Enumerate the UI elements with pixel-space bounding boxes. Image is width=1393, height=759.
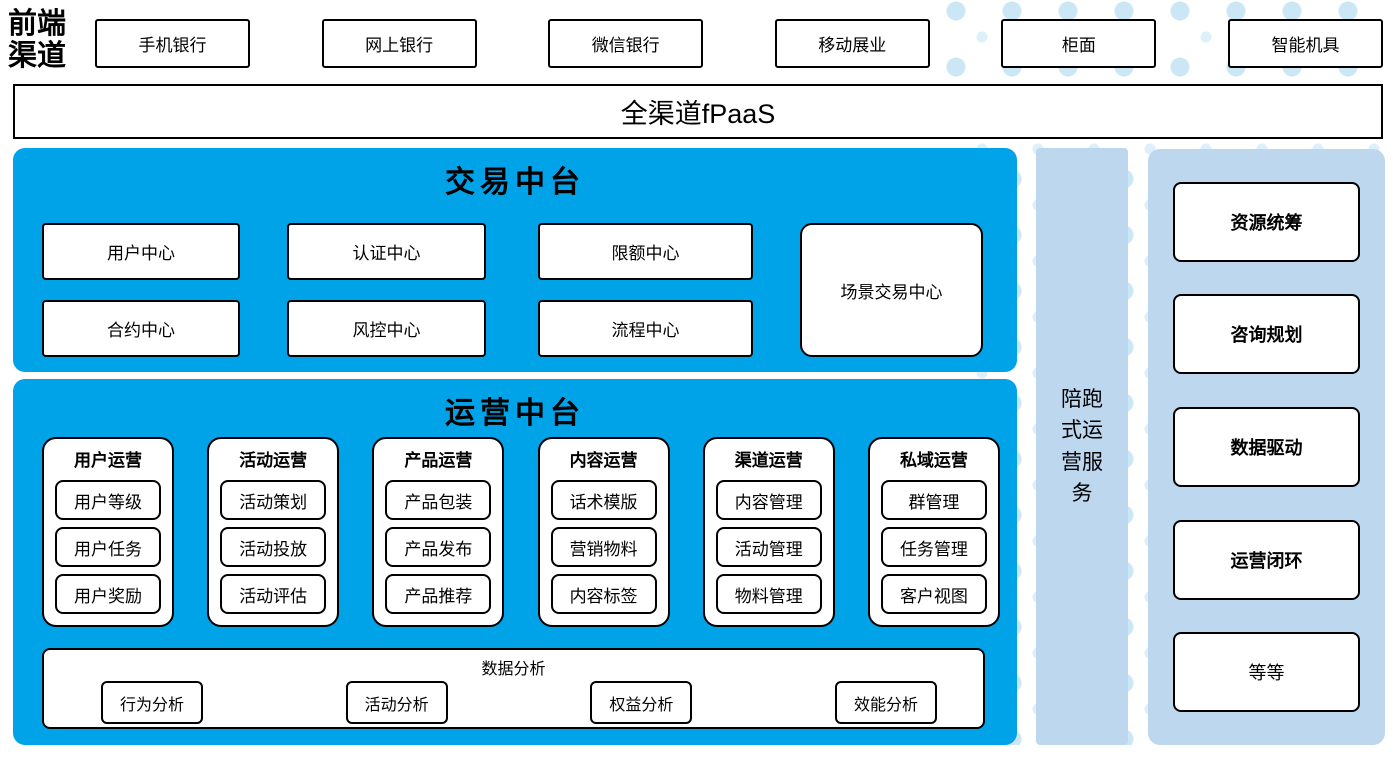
right-box-data-driven: 数据驱动 (1173, 406, 1360, 487)
data-analysis-panel: 数据分析 行为分析 活动分析 权益分析 效能分析 (42, 648, 985, 729)
ops-columns: 用户运营 用户等级 用户任务 用户奖励 活动运营 活动策划 活动投放 活动评估 … (42, 437, 1000, 627)
front-channels-row: 手机银行 网上银行 微信银行 移动展业 柜面 智能机具 (95, 19, 1383, 68)
ops-item: 物料管理 (715, 574, 822, 614)
ops-item: 用户任务 (55, 527, 161, 567)
ops-column-user: 用户运营 用户等级 用户任务 用户奖励 (42, 437, 174, 627)
right-box-ops-closed-loop: 运营闭环 (1173, 519, 1360, 600)
ops-column-header: 产品运营 (404, 451, 473, 470)
box-contract-center: 合约中心 (42, 300, 240, 357)
ops-item: 群管理 (880, 480, 987, 520)
analysis-item-behavior: 行为分析 (101, 681, 204, 724)
ops-item: 产品发布 (385, 527, 492, 567)
ops-platform-title: 运营中台 (445, 397, 585, 430)
ops-item: 活动投放 (220, 527, 327, 567)
box-scene-trade-center: 场景交易中心 (800, 223, 983, 357)
trade-platform-panel: 交易中台 用户中心 认证中心 限额中心 合约中心 风控中心 流程中心 场景交易中… (13, 148, 1017, 372)
channel-box-mobile-banking: 手机银行 (95, 19, 250, 68)
ops-column-private-domain: 私域运营 群管理 任务管理 客户视图 (867, 437, 1000, 627)
ops-item: 活动管理 (715, 527, 822, 567)
ops-column-activity: 活动运营 活动策划 活动投放 活动评估 (207, 437, 340, 627)
ops-item: 客户视图 (880, 574, 987, 614)
ops-column-header: 用户运营 (74, 451, 142, 470)
ops-item: 内容管理 (715, 480, 822, 520)
analysis-item-activity: 活动分析 (345, 681, 448, 724)
channel-box-wechat-banking: 微信银行 (548, 19, 704, 68)
ops-item: 任务管理 (880, 527, 987, 567)
data-analysis-items: 行为分析 活动分析 权益分析 效能分析 (44, 681, 983, 724)
ops-item: 用户等级 (55, 480, 161, 520)
ops-column-channel: 渠道运营 内容管理 活动管理 物料管理 (702, 437, 835, 627)
channel-box-counter: 柜面 (1001, 19, 1157, 68)
ops-item: 产品推荐 (385, 574, 492, 614)
right-box-etc: 等等 (1173, 632, 1360, 713)
channel-box-mobile-sales: 移动展业 (774, 19, 930, 68)
box-user-center: 用户中心 (42, 223, 240, 280)
front-channels-label: 前端渠道 (8, 8, 67, 73)
analysis-item-efficiency: 效能分析 (834, 681, 937, 724)
trade-platform-title: 交易中台 (445, 166, 585, 199)
fpaas-bar: 全渠道fPaaS (13, 84, 1383, 139)
right-box-consulting: 咨询规划 (1173, 294, 1360, 375)
box-quota-center: 限额中心 (538, 223, 753, 280)
ops-column-header: 活动运营 (239, 451, 308, 470)
side-strip-label: 陪跑式运营服务 (1061, 387, 1103, 506)
analysis-item-rights: 权益分析 (590, 681, 693, 724)
ops-item: 活动评估 (220, 574, 327, 614)
right-box-resource-planning: 资源统筹 (1173, 181, 1360, 262)
box-auth-center: 认证中心 (287, 223, 486, 280)
ops-column-header: 渠道运营 (734, 451, 803, 470)
channel-box-smart-devices: 智能机具 (1227, 19, 1383, 68)
ops-column-product: 产品运营 产品包装 产品发布 产品推荐 (372, 437, 505, 627)
ops-item: 活动策划 (220, 480, 327, 520)
data-analysis-title: 数据分析 (481, 661, 546, 678)
ops-item: 用户奖励 (55, 574, 161, 614)
channel-box-online-banking: 网上银行 (321, 19, 477, 68)
ops-item: 营销物料 (550, 527, 657, 567)
ops-platform-panel: 运营中台 用户运营 用户等级 用户任务 用户奖励 活动运营 活动策划 活动投放 … (13, 379, 1017, 745)
box-risk-center: 风控中心 (287, 300, 486, 357)
right-service-panel: 资源统筹 咨询规划 数据驱动 运营闭环 等等 (1148, 149, 1385, 745)
ops-column-content: 内容运营 话术模版 营销物料 内容标签 (537, 437, 670, 627)
ops-item: 产品包装 (385, 480, 492, 520)
ops-column-header: 私域运营 (899, 451, 968, 470)
side-strip-accompany-service: 陪跑式运营服务 (1036, 148, 1128, 745)
ops-column-header: 内容运营 (569, 451, 638, 470)
ops-item: 内容标签 (550, 574, 657, 614)
ops-item: 话术模版 (550, 480, 657, 520)
box-process-center: 流程中心 (538, 300, 753, 357)
